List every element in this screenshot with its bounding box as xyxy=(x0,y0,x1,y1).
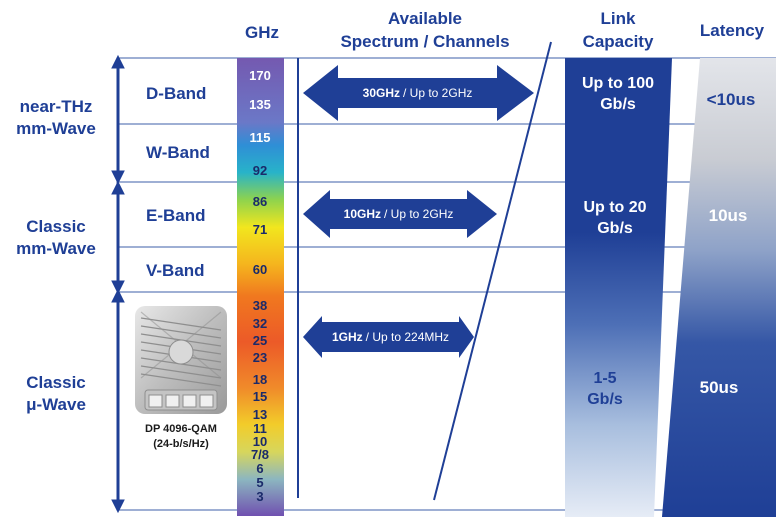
freq-label: 32 xyxy=(252,316,268,331)
device-caption: DP 4096-QAM (24-b/s/Hz) xyxy=(126,422,236,452)
spectrum-channels: / Up to 2GHz xyxy=(384,207,454,221)
spectrum-bandwidth: 30GHz xyxy=(362,86,400,100)
spectrum-arrow-1ghz xyxy=(303,316,474,358)
capacity-line1: Up to 20 xyxy=(583,199,647,216)
freq-label: 10 xyxy=(252,434,268,449)
header-latency: Latency xyxy=(699,21,765,40)
spectrum-channels: / Up to 224MHz xyxy=(365,330,450,344)
capacity-line1: 1-5 xyxy=(593,370,617,387)
header-capacity-line2: Capacity xyxy=(582,32,654,51)
freq-label: 13 xyxy=(252,407,268,422)
band-label-e: E-Band xyxy=(146,206,206,225)
group-label-line1: Classic xyxy=(26,217,86,236)
group-label-classic-mmwave: Classic mm-Wave xyxy=(0,216,112,260)
capacity-value-near-thz: Up to 100 Gb/s xyxy=(568,73,668,115)
freq-label: 60 xyxy=(252,262,268,277)
group-label-line1: Classic xyxy=(26,373,86,392)
freq-label: 92 xyxy=(252,163,268,178)
capacity-line2: Gb/s xyxy=(587,391,623,408)
section-box-near-thz xyxy=(116,57,776,183)
spectrum-label-e-band: 10GHz / Up to 2GHz xyxy=(330,205,467,223)
header-ghz: GHz xyxy=(245,23,279,42)
band-label-d: D-Band xyxy=(146,84,207,103)
group-label-line1: near-THz xyxy=(19,97,93,116)
capacity-line2: Gb/s xyxy=(600,96,636,113)
spectrum-bandwidth: 1GHz xyxy=(331,330,363,344)
section-box-classic-mmwave xyxy=(116,181,776,293)
header-spectrum-line2: Spectrum / Channels xyxy=(340,32,510,51)
band-label-v: V-Band xyxy=(146,261,205,280)
freq-label: 7/8 xyxy=(250,447,270,462)
latency-value-near-thz: <10us xyxy=(706,90,756,109)
spectrum-label-d-band: 30GHz / Up to 2GHz xyxy=(338,84,497,102)
device-caption-line2: (24-b/s/Hz) xyxy=(153,438,209,450)
link-capacity-bar xyxy=(565,58,672,517)
freq-label: 11 xyxy=(253,421,267,436)
group-label-classic-uwave: Classic μ-Wave xyxy=(0,372,112,416)
freq-label: 135 xyxy=(249,97,271,112)
capacity-line2: Gb/s xyxy=(597,220,633,237)
frequency-spectrum-bar xyxy=(237,58,284,516)
latency-value-classic-mmwave: 10us xyxy=(708,206,748,225)
group-label-line2: μ-Wave xyxy=(26,395,86,414)
header-spectrum-line1: Available xyxy=(387,9,463,28)
freq-label: 71 xyxy=(252,222,268,237)
freq-label: 15 xyxy=(252,389,268,404)
spectrum-channels: / Up to 2GHz xyxy=(403,86,473,100)
freq-label: 115 xyxy=(249,130,271,145)
group-label-near-thz: near-THz mm-Wave xyxy=(0,96,112,140)
freq-label: 38 xyxy=(252,298,268,313)
freq-label: 18 xyxy=(252,372,268,387)
spectrum-arrow-30ghz xyxy=(303,65,534,121)
band-label-w: W-Band xyxy=(146,143,210,162)
freq-label: 3 xyxy=(256,489,264,504)
latency-bar xyxy=(662,58,776,517)
freq-label: 23 xyxy=(252,350,268,365)
freq-label: 170 xyxy=(249,68,271,83)
group-label-line2: mm-Wave xyxy=(16,119,96,138)
capacity-value-classic-uwave: 1-5 Gb/s xyxy=(555,368,655,410)
device-caption-line1: DP 4096-QAM xyxy=(145,423,217,435)
group-label-line2: mm-Wave xyxy=(16,239,96,258)
latency-value-classic-uwave: 50us xyxy=(699,378,739,397)
spectrum-arrow-10ghz xyxy=(303,190,497,238)
diagonal-divider-line xyxy=(433,41,552,501)
freq-label: 5 xyxy=(256,475,264,490)
capacity-line1: Up to 100 xyxy=(581,75,654,92)
capacity-value-classic-mmwave: Up to 20 Gb/s xyxy=(565,197,665,239)
freq-label: 25 xyxy=(252,333,268,348)
header-capacity-line1: Link xyxy=(600,9,636,28)
freq-label: 86 xyxy=(252,194,268,209)
microwave-radio-image xyxy=(135,306,227,414)
group-range-arrows xyxy=(111,54,125,514)
spectrum-bandwidth: 10GHz xyxy=(343,207,381,221)
spectrum-label-uwave: 1GHz / Up to 224MHz xyxy=(318,328,463,346)
freq-label: 6 xyxy=(256,461,264,476)
